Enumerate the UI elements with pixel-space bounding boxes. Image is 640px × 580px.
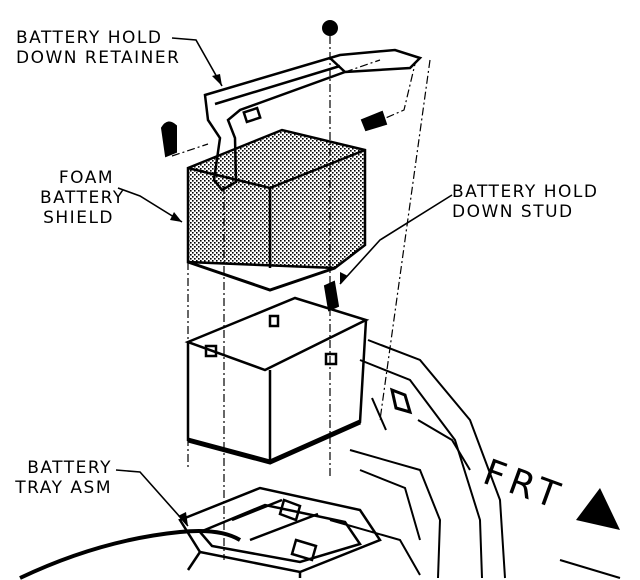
front-direction-arrow-icon: [576, 488, 620, 530]
retainer-bolt: [160, 121, 177, 158]
leader-shield: [117, 187, 183, 223]
fastener-hardware: [160, 20, 388, 312]
battery-tray-assembly: [178, 486, 382, 578]
foam-battery-shield: [186, 128, 367, 292]
leader-lines: [115, 37, 453, 527]
battery-terminal: [324, 352, 338, 366]
battery-hold-down-retainer: [203, 48, 423, 192]
leader-retainer: [171, 37, 223, 87]
retainer-bolt: [360, 110, 388, 132]
label-foam-battery-shield: FOAM BATTERY SHIELD: [40, 168, 125, 228]
battery-cable: [19, 529, 242, 580]
battery-terminal: [204, 344, 218, 358]
label-battery-hold-down-stud: BATTERY HOLD DOWN STUD: [452, 182, 599, 222]
battery: [184, 296, 370, 465]
leader-arrowheads: [170, 74, 348, 526]
battery-hold-down-stud: [323, 280, 340, 312]
alignment-lines: [171, 36, 431, 560]
retainer-nut: [322, 20, 338, 36]
vehicle-body-structure: [329, 339, 621, 579]
leader-tray: [115, 469, 189, 527]
battery-vent: [268, 314, 280, 328]
label-battery-tray-asm: BATTERY TRAY ASM: [15, 458, 112, 498]
leader-stud: [339, 194, 453, 285]
label-battery-hold-down-retainer: BATTERY HOLD DOWN RETAINER: [16, 28, 181, 68]
